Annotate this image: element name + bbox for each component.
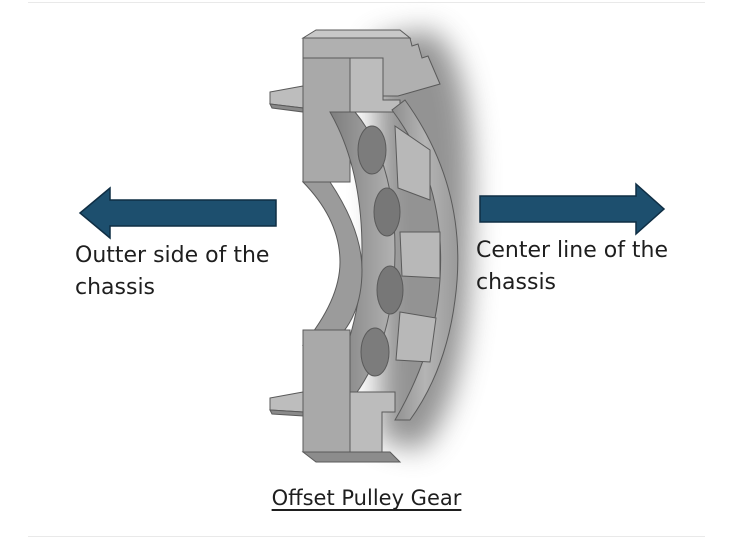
outer-side-label: Outter side of the chassis <box>75 240 269 304</box>
diagram-caption: Offset Pulley Gear <box>271 486 462 510</box>
arrow-right-icon <box>479 182 666 236</box>
pulley-gear-part <box>269 29 459 463</box>
center-line-label-line1: Center line of the <box>476 238 669 263</box>
center-line-label: Center line of the chassis <box>476 235 668 299</box>
outer-side-label-line1: Outter side of the <box>75 243 270 268</box>
center-line-label-line2: chassis <box>476 270 557 295</box>
bottom-divider <box>28 536 705 537</box>
outer-side-label-line2: chassis <box>75 275 156 300</box>
top-divider <box>28 2 705 3</box>
arrow-left-icon <box>78 186 277 240</box>
